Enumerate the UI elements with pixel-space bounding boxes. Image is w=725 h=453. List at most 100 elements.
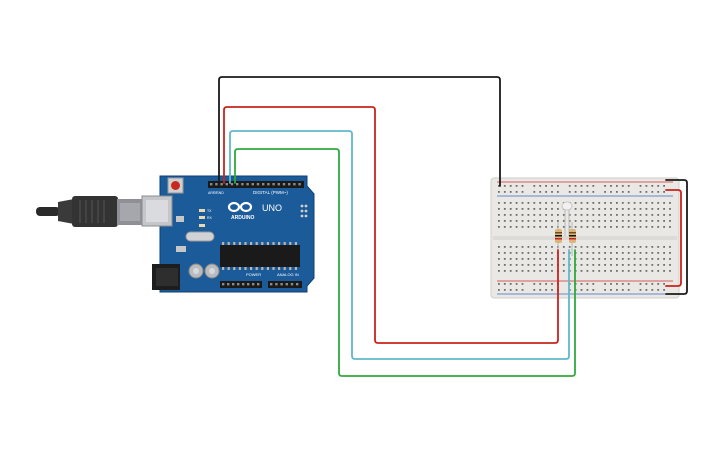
terminal-hole: [639, 226, 642, 228]
terminal-hole: [498, 252, 500, 254]
terminal-hole: [539, 208, 542, 210]
terminal-hole: [533, 270, 536, 272]
chip-pins: [222, 242, 297, 270]
header-pin: [230, 183, 234, 186]
terminal-hole: [621, 270, 624, 272]
header-pin: [270, 283, 273, 286]
terminal-hole: [639, 246, 642, 248]
terminal-hole: [521, 258, 524, 260]
red-wire-rail[interactable]: [665, 189, 682, 287]
terminal-hole: [616, 208, 618, 210]
chip-pin: [233, 267, 236, 270]
cyan-wire[interactable]: [229, 130, 570, 360]
digital-label: DIGITAL (PWM~): [253, 190, 288, 195]
terminal-hole: [498, 208, 500, 210]
terminal-hole: [562, 226, 565, 228]
terminal-hole: [557, 208, 559, 210]
terminal-hole: [498, 258, 500, 260]
rail-hole: [621, 289, 624, 291]
terminal-hole: [645, 220, 648, 222]
terminal-hole: [592, 208, 595, 210]
led-icon[interactable]: [561, 201, 573, 236]
resistor-2[interactable]: [569, 222, 576, 256]
terminal-hole: [568, 220, 571, 222]
terminal-hole: [521, 202, 524, 204]
terminal-hole: [616, 220, 618, 222]
terminal-hole: [562, 214, 565, 216]
chip-pin: [278, 242, 281, 245]
terminal-hole: [604, 270, 606, 272]
terminal-hole: [580, 220, 583, 222]
terminal-hole: [627, 208, 630, 210]
terminal-hole: [539, 264, 542, 266]
terminal-hole: [521, 226, 524, 228]
terminal-hole: [627, 220, 630, 222]
terminal-hole: [574, 208, 577, 210]
terminal-hole: [515, 220, 518, 222]
rail-hole: [604, 289, 606, 291]
power-header[interactable]: [220, 281, 262, 288]
terminal-hole: [509, 220, 512, 222]
rail-hole: [521, 185, 524, 187]
terminal-hole: [586, 264, 589, 266]
terminal-hole: [527, 246, 530, 248]
terminal-hole: [663, 252, 665, 254]
terminal-hole: [669, 226, 671, 228]
terminal-hole: [580, 226, 583, 228]
terminal-hole: [515, 252, 518, 254]
rail-hole: [498, 283, 500, 285]
header-pin: [298, 183, 301, 186]
chip-pin: [238, 267, 241, 270]
analog-header[interactable]: [268, 281, 302, 288]
terminal-hole: [645, 208, 648, 210]
rail-hole: [639, 191, 642, 193]
green-wire[interactable]: [234, 148, 576, 377]
rail-hole: [557, 185, 559, 187]
terminal-hole: [592, 252, 595, 254]
terminal-hole: [651, 214, 654, 216]
terminal-hole: [580, 246, 583, 248]
terminal-hole: [592, 226, 595, 228]
reset-button-icon[interactable]: [167, 177, 184, 194]
rail-hole: [545, 185, 547, 187]
terminal-hole: [651, 246, 654, 248]
terminal-hole: [586, 220, 589, 222]
usb-cable-tail: [36, 207, 60, 216]
terminal-hole: [557, 202, 559, 204]
terminal-hole: [657, 220, 660, 222]
terminal-hole: [509, 264, 512, 266]
terminal-hole: [580, 264, 583, 266]
usb-cable[interactable]: [36, 196, 143, 227]
terminal-hole: [557, 220, 559, 222]
terminal-hole: [574, 220, 577, 222]
terminal-hole: [651, 252, 654, 254]
terminal-hole: [533, 202, 536, 204]
rail-hole: [651, 185, 654, 187]
rail-hole: [503, 185, 506, 187]
terminal-hole: [610, 226, 612, 228]
terminal-hole: [651, 220, 654, 222]
terminal-hole: [574, 202, 577, 204]
terminal-hole: [604, 252, 606, 254]
terminal-hole: [586, 252, 589, 254]
rail-hole: [621, 185, 624, 187]
terminal-hole: [633, 214, 636, 216]
header-pin: [272, 183, 275, 186]
terminal-hole: [604, 208, 606, 210]
red-wire[interactable]: [223, 106, 559, 344]
breadboard[interactable]: [490, 177, 680, 299]
terminal-hole: [539, 252, 542, 254]
terminal-hole: [586, 270, 589, 272]
terminal-hole: [645, 258, 648, 260]
black-wire-rail[interactable]: [665, 179, 688, 295]
terminal-hole: [592, 258, 595, 260]
chip-pin: [227, 267, 230, 270]
digital-header[interactable]: [208, 181, 304, 188]
terminal-hole: [592, 202, 595, 204]
arduino-uno-board[interactable]: DIGITAL (PWM~) AREF GND TX RX ARDUINO UN…: [141, 175, 315, 293]
terminal-hole: [503, 226, 506, 228]
terminal-hole: [633, 220, 636, 222]
black-wire[interactable]: [218, 76, 501, 187]
terminal-hole: [509, 214, 512, 216]
